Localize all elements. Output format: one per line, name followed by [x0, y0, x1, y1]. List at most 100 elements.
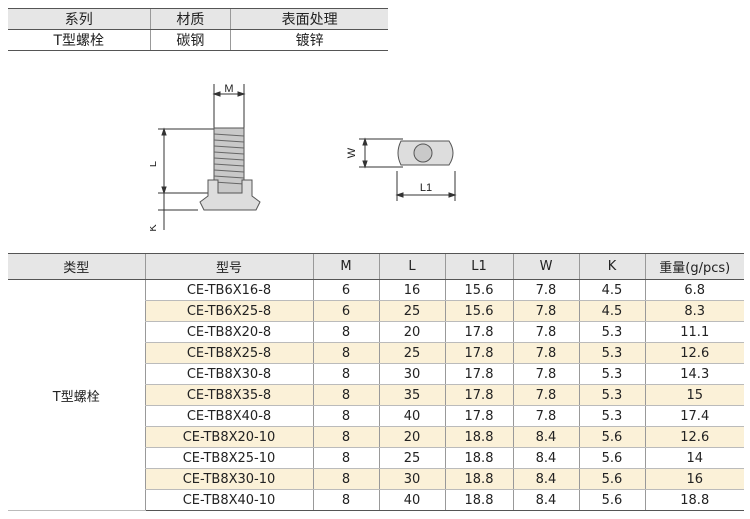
table-row: T型螺栓 CE-TB6X16-8 6 16 15.6 7.8 4.5 6.8 — [8, 279, 744, 511]
header-w: W — [512, 253, 579, 280]
l-cell: 20 — [378, 321, 445, 343]
w-cell: 8.4 — [512, 426, 579, 448]
l-cell: 30 — [378, 363, 445, 385]
l1-cell: 17.8 — [444, 363, 513, 385]
l-cell: 40 — [378, 489, 445, 511]
spec-header-row: 系列 材质 表面处理 — [8, 8, 388, 30]
category-cell: T型螺栓 — [8, 279, 145, 511]
m-cell: 8 — [312, 489, 379, 511]
weight-cell: 12.6 — [644, 342, 744, 364]
k-cell: 5.6 — [578, 489, 645, 511]
l1-cell: 18.8 — [444, 447, 513, 469]
weight-cell: 14 — [644, 447, 744, 469]
header-m: M — [312, 253, 379, 280]
table-row: CE-TB8X20-8 8 20 17.8 7.8 5.3 11.1 — [8, 321, 744, 343]
spec-value-material: 碳钢 — [149, 29, 231, 51]
k-cell: 5.3 — [578, 321, 645, 343]
product-table-header: 类型 型号 M L L1 W K 重量(g/pcs) — [8, 253, 744, 280]
k-cell: 5.6 — [578, 426, 645, 448]
k-cell: 5.3 — [578, 405, 645, 427]
l1-cell: 18.8 — [444, 468, 513, 490]
table-row: CE-TB8X35-8 8 35 17.8 7.8 5.3 15 — [8, 384, 744, 406]
m-cell: 8 — [312, 384, 379, 406]
spec-header-finish: 表面处理 — [230, 8, 388, 30]
header-type: 类型 — [8, 253, 145, 280]
table-row: CE-TB8X40-10 8 40 18.8 8.4 5.6 18.8 — [8, 489, 744, 511]
l-cell: 25 — [378, 300, 445, 322]
l1-cell: 17.8 — [444, 321, 513, 343]
header-weight: 重量(g/pcs) — [644, 253, 744, 280]
k-cell: 5.6 — [578, 468, 645, 490]
table-row: CE-TB8X40-8 8 40 17.8 7.8 5.3 17.4 — [8, 405, 744, 427]
header-l1: L1 — [444, 253, 513, 280]
weight-cell: 15 — [644, 384, 744, 406]
l-cell: 30 — [378, 468, 445, 490]
w-cell: 7.8 — [512, 342, 579, 364]
table-row: CE-TB6X25-8 6 25 15.6 7.8 4.5 8.3 — [8, 300, 744, 322]
m-cell: 6 — [312, 300, 379, 322]
model-cell: CE-TB6X16-8 — [144, 279, 313, 301]
l1-cell: 15.6 — [444, 300, 513, 322]
l-cell: 16 — [378, 279, 445, 301]
label-l1: L1 — [420, 182, 432, 194]
l1-cell: 15.6 — [444, 279, 513, 301]
w-cell: 7.8 — [512, 363, 579, 385]
table-row: CE-TB8X30-8 8 30 17.8 7.8 5.3 14.3 — [8, 363, 744, 385]
label-k: K — [150, 224, 159, 232]
k-cell: 4.5 — [578, 300, 645, 322]
m-cell: 8 — [312, 468, 379, 490]
table-row: CE-TB8X20-10 8 20 18.8 8.4 5.6 12.6 — [8, 426, 744, 448]
spec-value-series: T型螺栓 — [8, 29, 151, 51]
k-cell: 4.5 — [578, 279, 645, 301]
m-cell: 8 — [312, 405, 379, 427]
model-cell: CE-TB8X25-10 — [144, 447, 313, 469]
w-cell: 8.4 — [512, 447, 579, 469]
l-cell: 25 — [378, 342, 445, 364]
model-cell: CE-TB8X40-8 — [144, 405, 313, 427]
k-cell: 5.3 — [578, 342, 645, 364]
l-cell: 20 — [378, 426, 445, 448]
weight-cell: 12.6 — [644, 426, 744, 448]
table-row: CE-TB8X25-8 8 25 17.8 7.8 5.3 12.6 — [8, 342, 744, 364]
model-cell: CE-TB8X35-8 — [144, 384, 313, 406]
l1-cell: 17.8 — [444, 384, 513, 406]
l1-cell: 17.8 — [444, 405, 513, 427]
weight-cell: 17.4 — [644, 405, 744, 427]
w-cell: 7.8 — [512, 384, 579, 406]
m-cell: 8 — [312, 321, 379, 343]
k-cell: 5.3 — [578, 363, 645, 385]
l1-cell: 18.8 — [444, 489, 513, 511]
spec-value-row: T型螺栓 碳钢 镀锌 — [8, 29, 388, 51]
product-table: 类型 型号 M L L1 W K 重量(g/pcs) T型螺栓 CE-TB6X1… — [8, 253, 744, 511]
m-cell: 8 — [312, 363, 379, 385]
spec-header-series: 系列 — [8, 8, 151, 30]
model-cell: CE-TB8X40-10 — [144, 489, 313, 511]
label-m: M — [224, 83, 233, 95]
l1-cell: 18.8 — [444, 426, 513, 448]
m-cell: 8 — [312, 342, 379, 364]
k-cell: 5.3 — [578, 384, 645, 406]
m-cell: 8 — [312, 447, 379, 469]
model-cell: CE-TB6X25-8 — [144, 300, 313, 322]
bolt-side-view-drawing: M L K — [150, 83, 261, 232]
model-cell: CE-TB8X20-10 — [144, 426, 313, 448]
w-cell: 7.8 — [512, 300, 579, 322]
model-cell: CE-TB8X25-8 — [144, 342, 313, 364]
w-cell: 7.8 — [512, 405, 579, 427]
model-cell: CE-TB8X30-8 — [144, 363, 313, 385]
w-cell: 7.8 — [512, 279, 579, 301]
label-w: W — [346, 147, 358, 158]
m-cell: 6 — [312, 279, 379, 301]
table-row: CE-TB8X30-10 8 30 18.8 8.4 5.6 16 — [8, 468, 744, 490]
l-cell: 35 — [378, 384, 445, 406]
model-cell: CE-TB8X20-8 — [144, 321, 313, 343]
header-k: K — [578, 253, 645, 280]
table-row: CE-TB8X25-10 8 25 18.8 8.4 5.6 14 — [8, 447, 744, 469]
l1-cell: 17.8 — [444, 342, 513, 364]
weight-cell: 8.3 — [644, 300, 744, 322]
spec-table: 系列 材质 表面处理 T型螺栓 碳钢 镀锌 — [8, 8, 388, 51]
weight-cell: 14.3 — [644, 363, 744, 385]
model-cell: CE-TB8X30-10 — [144, 468, 313, 490]
spec-value-finish: 镀锌 — [230, 29, 388, 51]
weight-cell: 18.8 — [644, 489, 744, 511]
